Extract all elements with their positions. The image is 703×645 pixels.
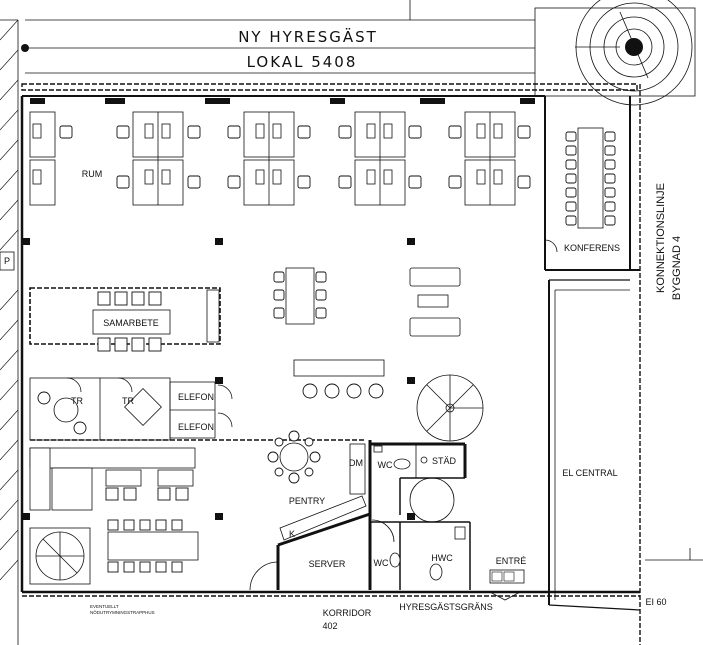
left-exterior-hatch: P	[0, 19, 19, 645]
bottom-annotations: KORRIDOR 402 HYRESGÄSTSGRÄNS EI 60	[322, 548, 703, 631]
outer-walls	[20, 83, 641, 645]
stair-note-1: EVENTUELLT	[90, 604, 119, 609]
room-label-samarbete: SAMARBETE	[103, 318, 159, 328]
desk-group-5	[448, 111, 531, 206]
room-label-pentry: PENTRY	[289, 496, 325, 506]
room-label-hwc: HWC	[431, 553, 453, 563]
workstation-cluster: RUM	[29, 111, 531, 206]
k-marker: K	[289, 529, 295, 539]
desk-group-3	[227, 111, 311, 206]
room-label-rum: RUM	[82, 169, 103, 179]
connection-line-label: KONNEKTIONSLINJE BYGGNAD 4	[655, 183, 683, 300]
stair-note-2: NÖDUTRYMNINGSTRAPPHUS	[90, 609, 155, 615]
entrance: ENTRÉ	[489, 556, 527, 601]
central-lounge	[273, 267, 461, 399]
title-block: NY HYRESGÄST LOKAL 5408	[21, 0, 535, 74]
room-label-elefon-bottom: ELEFON	[178, 422, 214, 432]
room-label-wc-top: WC	[378, 460, 393, 470]
conference-room: KONFERENS	[544, 127, 620, 253]
unit-title: LOKAL 5408	[247, 53, 358, 71]
building-text: BYGGNAD 4	[671, 236, 683, 300]
room-label-konferens: KONFERENS	[564, 243, 620, 253]
ei-rating-label: EI 60	[645, 597, 666, 607]
service-rooms: SERVER WC STÄD WC HWC	[249, 440, 471, 591]
tenant-boundary-label: HYRESGÄSTSGRÄNS	[399, 602, 493, 612]
samarbete-area: SAMARBETE	[29, 287, 221, 352]
corridor-number: 402	[322, 621, 337, 631]
tenant-title: NY HYRESGÄST	[238, 27, 378, 46]
emergency-stair: EVENTUELLT NÖDUTRYMNINGSTRAPPHUS	[29, 527, 155, 615]
structural-columns	[22, 238, 415, 520]
pentry-area: DM K PENTRY	[267, 430, 367, 541]
desk-group-1	[29, 111, 73, 206]
corridor-label: KORRIDOR	[323, 608, 372, 618]
connection-line-text: KONNEKTIONSLINJE	[655, 183, 667, 293]
parking-marker: P	[4, 256, 10, 266]
meeting-rooms-tr: TR TR	[29, 377, 171, 441]
room-label-stad: STÄD	[432, 456, 457, 466]
lower-left-seating	[29, 439, 365, 573]
corner-stair-symbol	[534, 0, 696, 106]
phone-booths: ELEFON ELEFON	[169, 381, 233, 439]
grid-marker-dot	[21, 44, 29, 52]
desk-group-4	[338, 111, 422, 206]
room-label-tr-left: TR	[71, 396, 83, 406]
room-label-entre: ENTRÉ	[496, 556, 527, 566]
room-label-wc-bottom: WC	[374, 558, 389, 568]
room-label-elefon-top: ELEFON	[178, 392, 214, 402]
spiral-stair	[416, 374, 484, 442]
room-label-el-central: EL CENTRAL	[562, 468, 617, 478]
desk-group-2	[116, 111, 201, 206]
dm-marker: DM	[349, 458, 363, 468]
room-label-tr-right: TR	[122, 396, 134, 406]
room-label-server: SERVER	[309, 559, 346, 569]
